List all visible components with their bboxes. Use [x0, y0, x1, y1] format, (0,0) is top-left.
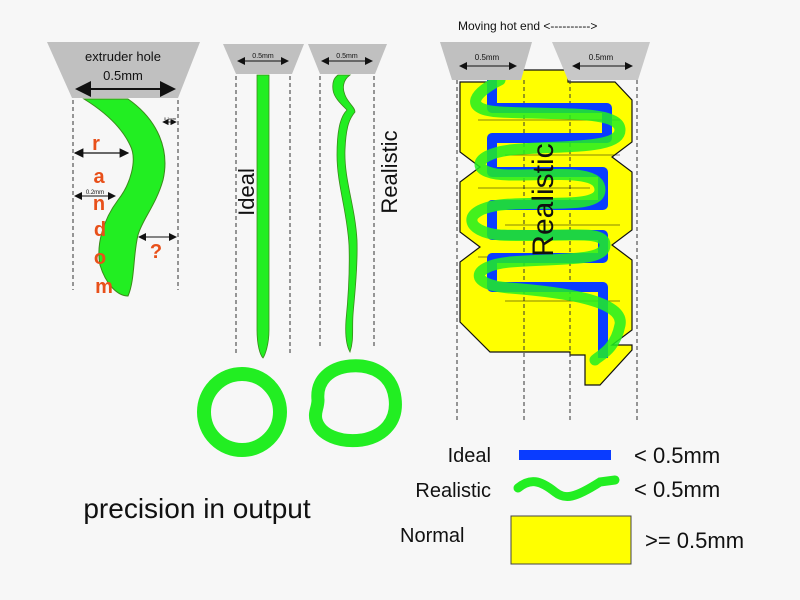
question-mark: ?: [150, 241, 162, 263]
hotend-nozzle-right: [552, 42, 650, 80]
ideal-ring: [197, 367, 287, 457]
ideal-nozzle-label: 0.5mm: [252, 53, 274, 60]
gap-left-label: 0.2mm: [86, 190, 104, 196]
realistic-ring: [308, 359, 402, 448]
random-letter-r: r: [92, 133, 100, 155]
legend-normal-swatch: [510, 515, 632, 565]
legend-ideal-swatch: [519, 450, 611, 460]
random-letter-a: a: [93, 166, 105, 188]
legend-realistic-value: < 0.5mm: [634, 477, 720, 502]
moving-hot-end-title: Moving hot end <---------->: [458, 19, 597, 33]
gap-top-label: 0.1mm: [164, 116, 177, 121]
legend: Ideal < 0.5mm Realistic < 0.5mm Normal >…: [400, 443, 744, 565]
ideal-label: Ideal: [234, 168, 259, 216]
panel-extruder-random: extruder hole 0.5mm 0.1mm 0.2mm r a n d …: [47, 42, 200, 298]
realistic-path-green: [466, 74, 626, 366]
extruder-hole-label: extruder hole: [85, 49, 161, 64]
hotend-right-label: 0.5mm: [589, 53, 614, 62]
legend-ideal-label: Ideal: [448, 445, 491, 467]
hotend-nozzle-left: [440, 42, 532, 80]
realistic-label: Realistic: [377, 130, 402, 213]
random-letter-m: m: [95, 276, 113, 298]
overlay-realistic-label: Realistic: [527, 143, 560, 256]
random-letter-d: d: [94, 219, 106, 241]
hotend-left-label: 0.5mm: [475, 53, 500, 62]
caption-precision: precision in output: [83, 493, 310, 524]
random-filament: [82, 98, 166, 297]
realistic-nozzle-label: 0.5mm: [336, 53, 358, 60]
legend-realistic-label: Realistic: [415, 480, 491, 502]
realistic-filament: [332, 74, 358, 353]
legend-realistic-swatch: [513, 475, 620, 502]
legend-normal-value: >= 0.5mm: [645, 528, 744, 553]
panel-moving-hot-end: Moving hot end <----------> Realistic 0.…: [440, 19, 650, 420]
panel-ideal-realistic: 0.5mm Ideal 0.5mm Realistic precision in…: [83, 44, 402, 524]
random-letter-o: o: [94, 247, 106, 269]
legend-ideal-value: < 0.5mm: [634, 443, 720, 468]
ideal-filament: [256, 74, 270, 359]
random-letter-n: n: [93, 193, 105, 215]
legend-normal-label: Normal: [400, 525, 464, 547]
nozzle-width-label: 0.5mm: [103, 68, 143, 83]
